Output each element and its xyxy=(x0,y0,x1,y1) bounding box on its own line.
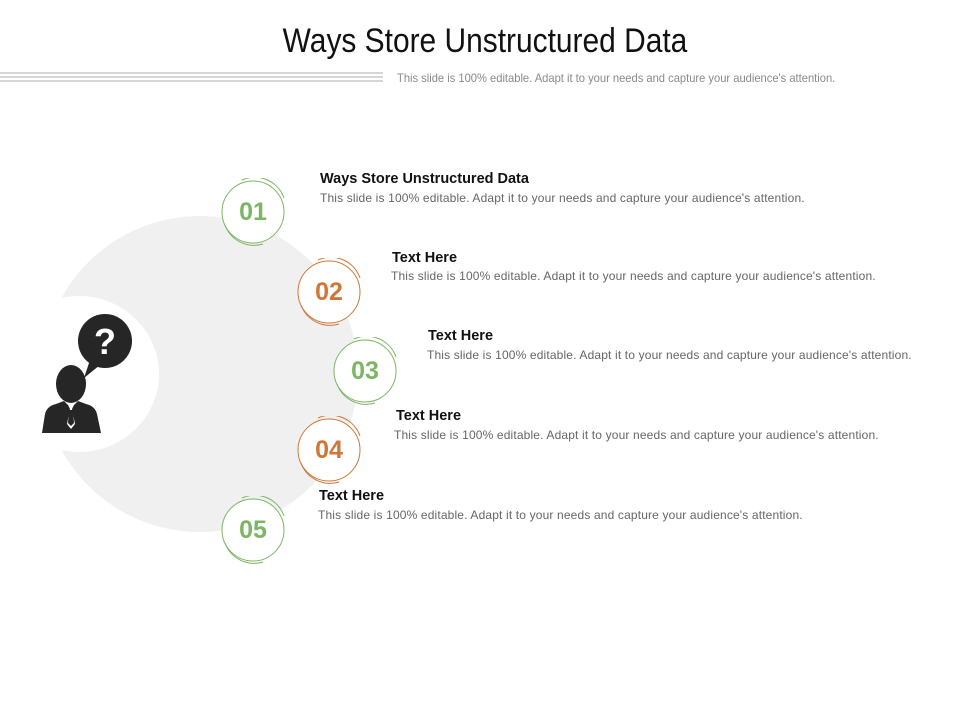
step-badge-05: 05 xyxy=(219,496,287,564)
step-number: 04 xyxy=(315,436,343,464)
step-desc-03: This slide is 100% editable. Adapt it to… xyxy=(427,348,912,362)
step-badge-01: 01 xyxy=(219,178,287,246)
person-question-icon: ? xyxy=(42,314,132,433)
step-desc-02: This slide is 100% editable. Adapt it to… xyxy=(391,269,876,283)
step-number: 01 xyxy=(239,198,267,226)
ring-icon xyxy=(297,258,361,326)
ring-icon xyxy=(297,416,361,484)
step-desc-01: This slide is 100% editable. Adapt it to… xyxy=(320,191,805,205)
slide-subtitle: This slide is 100% editable. Adapt it to… xyxy=(397,71,836,85)
step-badge-02: 02 xyxy=(295,258,363,326)
ring-icon xyxy=(333,337,397,405)
step-desc-05: This slide is 100% editable. Adapt it to… xyxy=(318,508,803,522)
step-badge-03: 03 xyxy=(331,337,399,405)
ring-icon xyxy=(221,178,285,246)
step-title-05: Text Here xyxy=(319,488,385,504)
step-title-02: Text Here xyxy=(392,250,458,266)
step-desc-04: This slide is 100% editable. Adapt it to… xyxy=(394,428,879,442)
step-number: 03 xyxy=(351,357,379,385)
ring-icon xyxy=(221,496,285,564)
slide-title: Ways Store Unstructured Data xyxy=(282,22,688,60)
step-title-01: Ways Store Unstructured Data xyxy=(320,171,529,187)
svg-text:?: ? xyxy=(94,321,116,362)
step-number: 02 xyxy=(315,278,343,306)
step-badge-04: 04 xyxy=(295,416,363,484)
step-number: 05 xyxy=(239,516,267,544)
step-title-04: Text Here xyxy=(396,408,462,424)
step-title-03: Text Here xyxy=(428,328,494,344)
